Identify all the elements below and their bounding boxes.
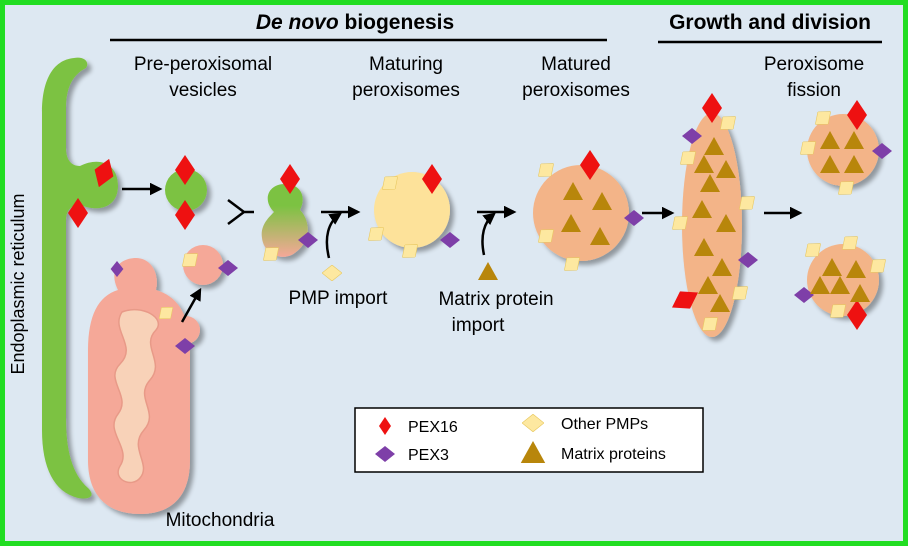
mito-cristae bbox=[113, 308, 159, 484]
matured-peroxisome bbox=[533, 165, 629, 261]
stage-matured-label-2: peroxisomes bbox=[522, 80, 630, 101]
legend-matrix-label: Matrix proteins bbox=[561, 446, 666, 463]
pex3-maturing bbox=[440, 232, 460, 248]
fission-peroxisome-top bbox=[807, 114, 879, 186]
mito-label: Mitochondria bbox=[166, 510, 275, 531]
er-label: Endoplasmic reticulum bbox=[8, 193, 28, 374]
matrix-import-label-2: import bbox=[452, 315, 506, 336]
pmp-import-protein bbox=[322, 265, 342, 281]
svg-text:Growth and division: Growth and division bbox=[669, 11, 871, 34]
pex3-elongated-2 bbox=[738, 252, 758, 268]
legend-pex3-label: PEX3 bbox=[408, 447, 449, 464]
matrix-import-label-1: Matrix protein bbox=[438, 289, 553, 310]
growth-header: Growth and division bbox=[658, 11, 882, 44]
svg-text:De novo biogenesis: De novo biogenesis bbox=[256, 11, 454, 34]
pmp-import-label: PMP import bbox=[289, 288, 389, 309]
stage-maturing-label-2: peroxisomes bbox=[352, 80, 460, 101]
fused-vesicle bbox=[261, 184, 308, 257]
stage-pre-label-2: vesicles bbox=[169, 80, 237, 101]
legend: PEX16 PEX3 Other PMPs Matrix proteins bbox=[354, 407, 704, 473]
fusion-bracket bbox=[227, 199, 254, 225]
er-derived-vesicle bbox=[165, 169, 207, 211]
stage-fission-label-2: fission bbox=[787, 80, 841, 101]
arrow-matrix-import bbox=[481, 212, 496, 256]
arrow-pmp-import bbox=[325, 212, 343, 259]
de-novo-header: De novo biogenesis bbox=[110, 11, 607, 42]
stage-pre-label-1: Pre-peroxisomal bbox=[134, 54, 272, 75]
legend-pex16-label: PEX16 bbox=[408, 419, 458, 436]
stage-fission-label-1: Peroxisome bbox=[764, 54, 864, 75]
arrow-mito-to-vesicle bbox=[180, 287, 202, 323]
matrix-import-protein bbox=[478, 262, 498, 280]
peroxisome-biogenesis-diagram: De novo biogenesis Growth and division P… bbox=[8, 11, 892, 531]
legend-pmp-label: Other PMPs bbox=[561, 416, 648, 433]
stage-maturing-label-1: Maturing bbox=[369, 54, 443, 75]
stage-matured-label-1: Matured bbox=[541, 54, 611, 75]
